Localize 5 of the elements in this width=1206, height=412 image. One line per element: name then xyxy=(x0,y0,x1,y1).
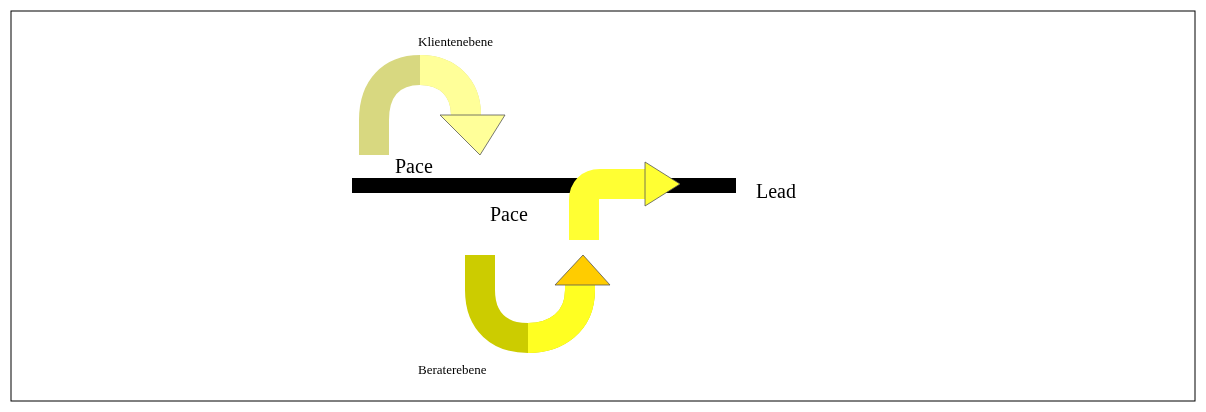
pace-label: Pace xyxy=(395,155,433,178)
level-label: Klientenebene xyxy=(418,34,494,50)
level-label: Beraterebene xyxy=(418,362,487,378)
pace-label: Pace xyxy=(490,203,528,226)
lead-label: Lead xyxy=(756,180,796,203)
